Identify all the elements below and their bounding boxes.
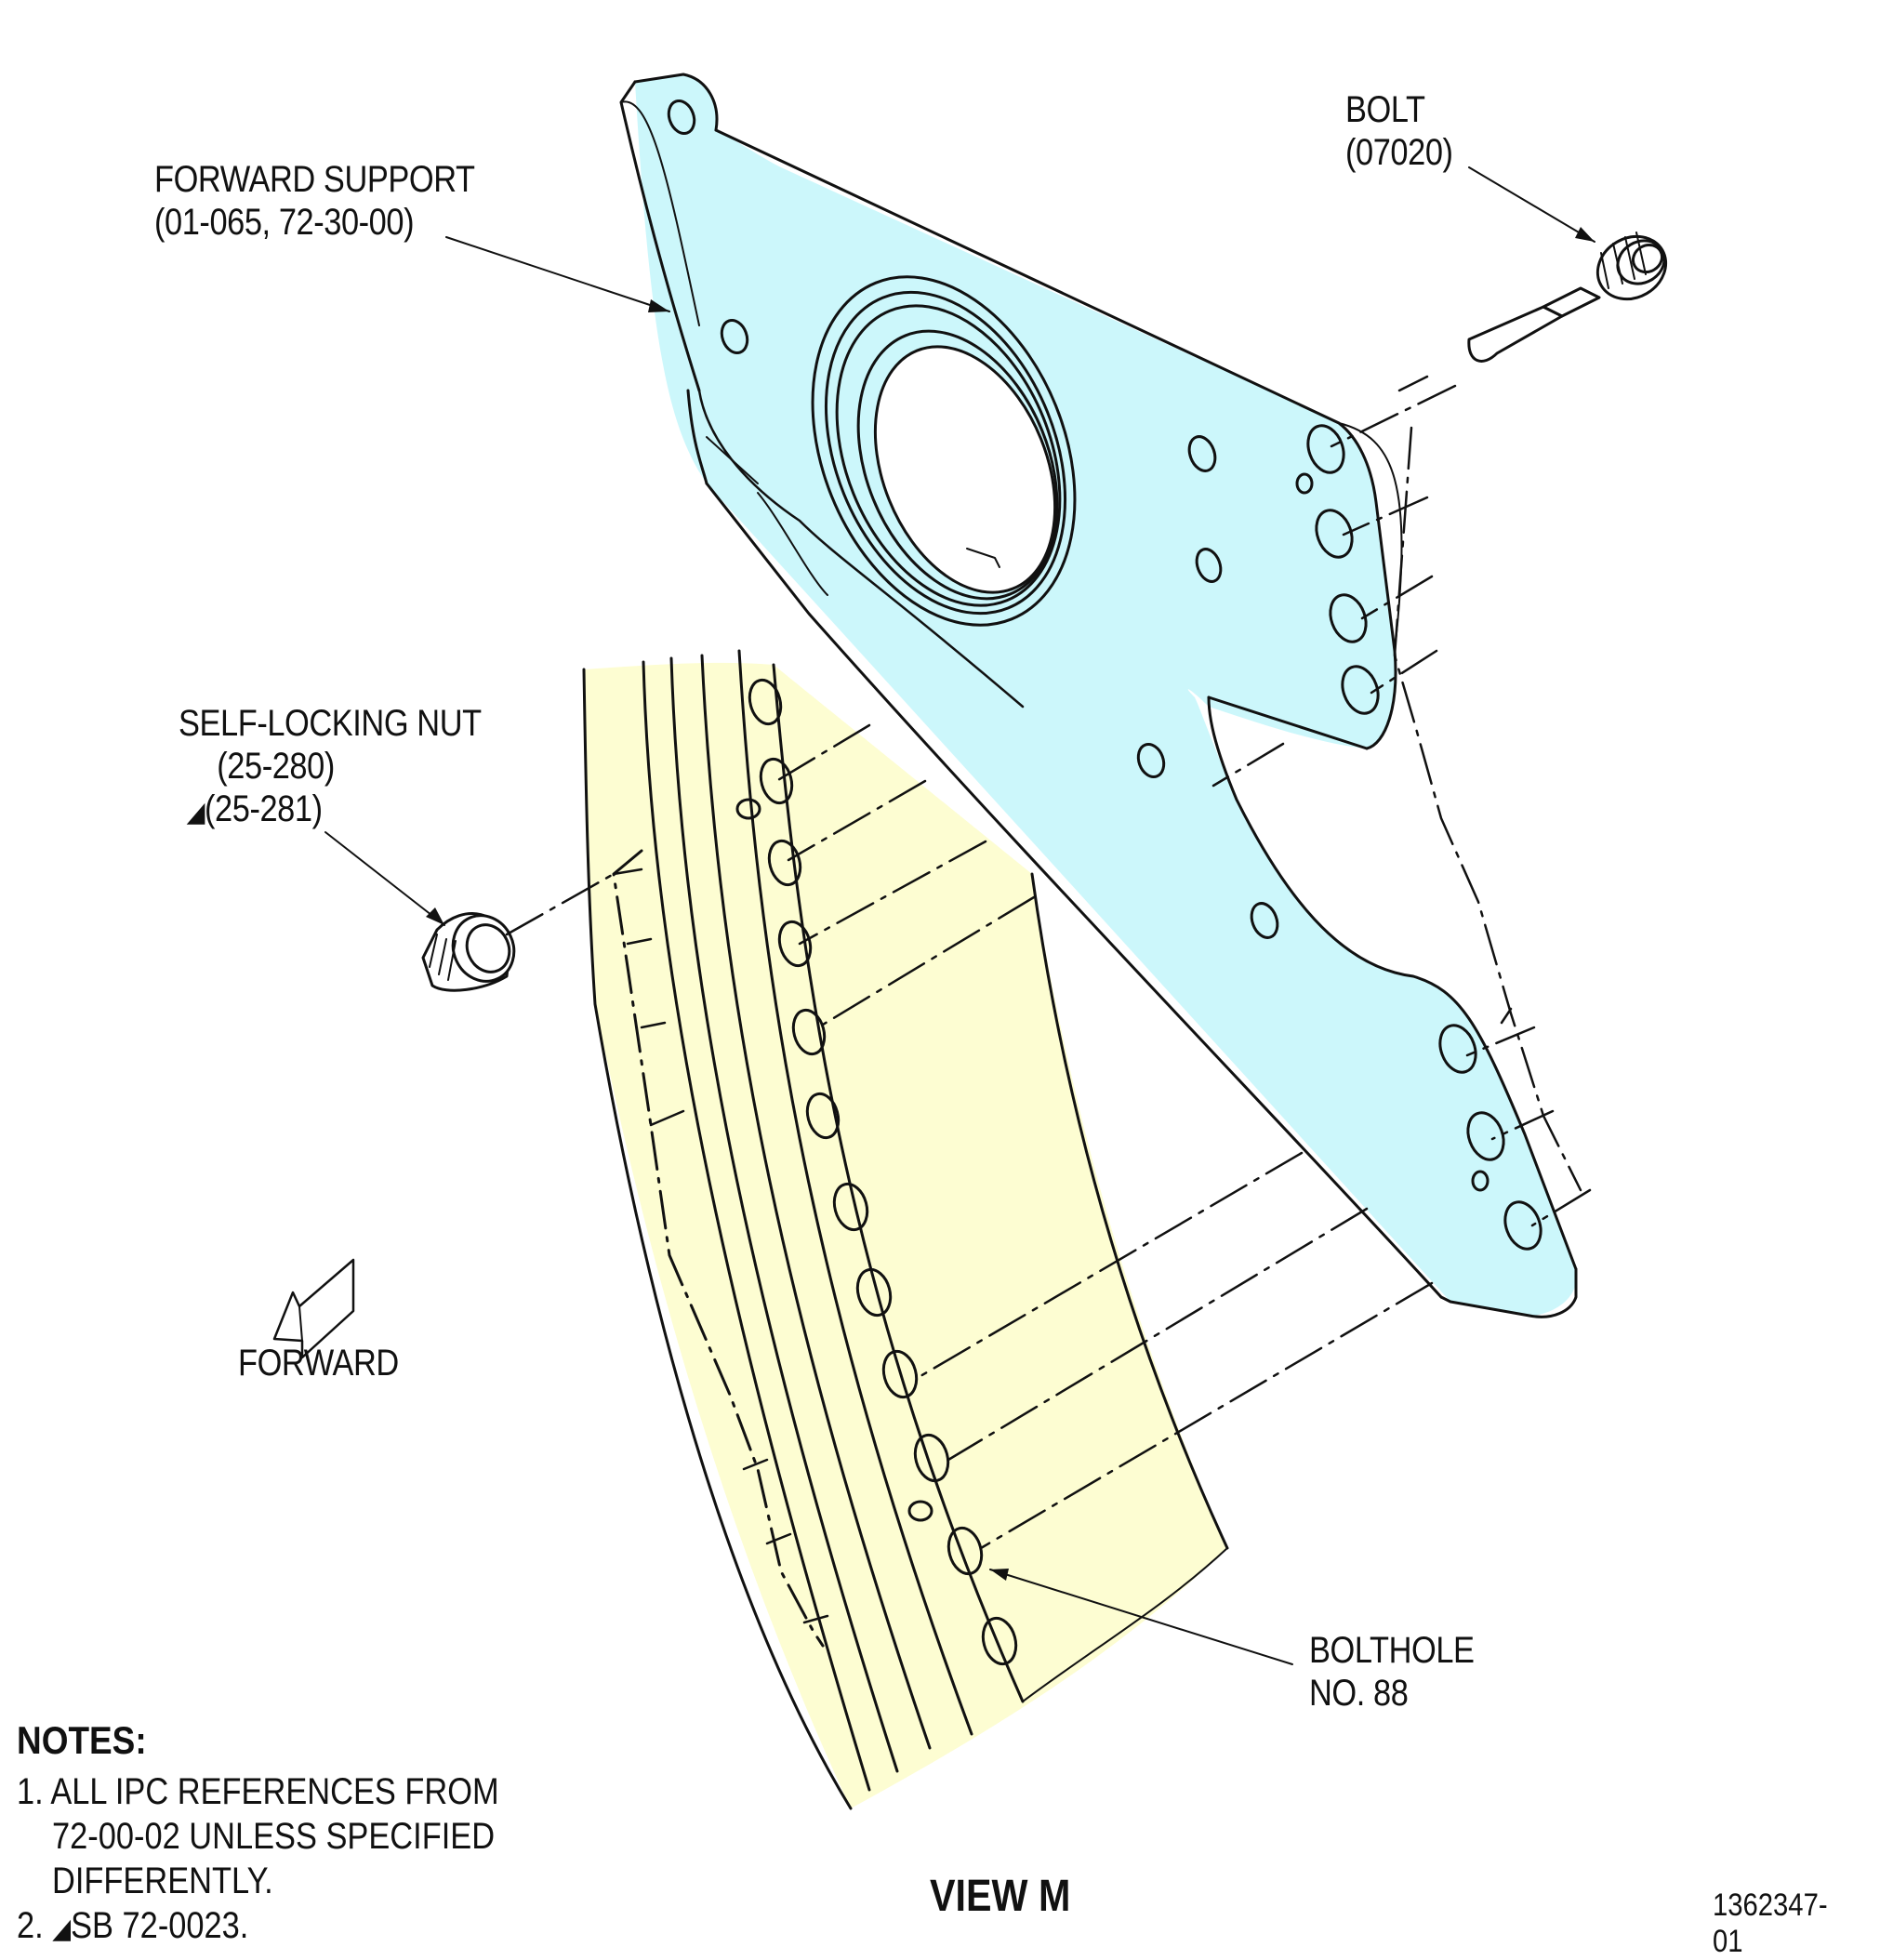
nut-name: SELF-LOCKING NUT <box>179 703 482 744</box>
note-2: 2. ◢SB 72-0023. <box>17 1904 248 1951</box>
forward-support-bracket <box>619 73 1578 1318</box>
bolt-ref: (07020) <box>1345 132 1453 173</box>
forward-direction-label: FORWARD <box>238 1343 399 1384</box>
engine-case-flange <box>582 649 1229 1810</box>
self-locking-nut-part <box>421 912 516 992</box>
triangle-flag-icon: ◢ <box>52 1914 72 1944</box>
nut-ref-1: (25-280) <box>217 746 335 787</box>
forward-support-ref: (01-065, 72-30-00) <box>154 202 415 243</box>
leader-lines <box>324 166 1595 1665</box>
bolt-name: BOLT <box>1345 89 1425 130</box>
leader-arrowheads <box>426 227 1595 1581</box>
note-2-text: SB 72-0023. <box>71 1905 249 1946</box>
note-1-line-3: DIFFERENTLY. <box>52 1861 273 1901</box>
forward-arrow-icon <box>272 1258 355 1359</box>
triangle-flag-icon: ◢ <box>186 797 205 828</box>
forward-support-label: FORWARD SUPPORT (01-065, 72-30-00) <box>154 158 475 244</box>
self-locking-nut-label: SELF-LOCKING NUT (25-280) ◢(25-281) <box>179 702 482 834</box>
assembly-center-lines <box>505 375 1592 1550</box>
nut-ref-2: (25-281) <box>205 788 323 829</box>
note-1-line-1: 1. ALL IPC REFERENCES FROM <box>17 1771 499 1812</box>
bracket-holes <box>667 99 1542 1251</box>
bolthole-label: BOLTHOLE NO. 88 <box>1309 1629 1475 1715</box>
nut-ref-2-row: ◢(25-281) <box>179 788 482 834</box>
flange-bolt-holes <box>735 678 1018 1666</box>
bolt-part <box>1467 232 1668 363</box>
drawing-number: 1362347-01 <box>1713 1887 1828 1959</box>
bolthole-name: BOLTHOLE <box>1309 1630 1475 1671</box>
bearing-bore <box>811 275 1077 627</box>
view-title: VIEW M <box>930 1872 1071 1921</box>
forward-support-name: FORWARD SUPPORT <box>154 159 475 200</box>
bolthole-number: NO. 88 <box>1309 1673 1409 1714</box>
note-1-line-2: 72-00-02 UNLESS SPECIFIED <box>52 1816 496 1857</box>
bolt-label: BOLT (07020) <box>1345 88 1453 174</box>
note-2-number: 2. <box>17 1905 44 1946</box>
notes-title: NOTES: <box>17 1718 147 1762</box>
